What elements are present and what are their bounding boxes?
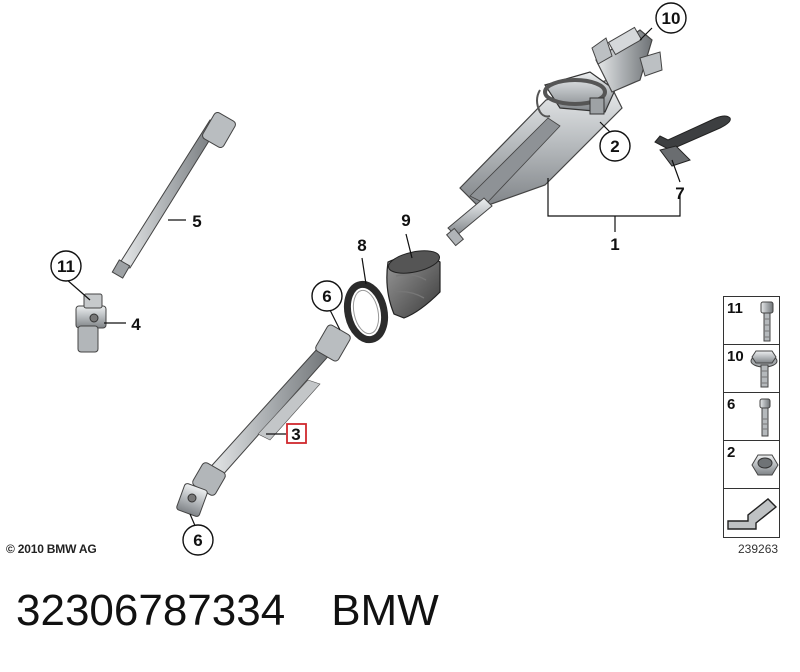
callout-2: 2 — [599, 130, 631, 162]
callout-5: 5 — [192, 212, 201, 231]
svg-text:6: 6 — [193, 531, 202, 550]
flange-bolt-icon — [750, 350, 778, 388]
callout-9: 9 — [401, 211, 410, 230]
legend-item-6: 6 — [723, 392, 780, 442]
sealing-ring-part-8 — [343, 280, 389, 344]
hex-nut-icon — [751, 454, 779, 476]
callout-8: 8 — [357, 236, 366, 255]
lower-steering-shaft-part-3 — [176, 324, 351, 517]
screw-icon — [759, 398, 771, 437]
svg-text:3: 3 — [291, 425, 300, 444]
bolt-icon — [760, 301, 774, 342]
svg-text:10: 10 — [662, 9, 681, 28]
callout-6-upper: 6 — [311, 280, 343, 312]
svg-text:4: 4 — [131, 315, 141, 334]
svg-text:8: 8 — [357, 236, 366, 255]
svg-text:6: 6 — [322, 287, 331, 306]
svg-text:2: 2 — [610, 137, 619, 156]
intermediate-shaft-part-5 — [111, 111, 236, 279]
svg-text:9: 9 — [401, 211, 410, 230]
legend-item-arrow — [723, 488, 780, 538]
legend-item-2: 2 — [723, 440, 780, 490]
part-number: 32306787334 — [16, 586, 286, 635]
universal-joint-part-4 — [75, 293, 107, 353]
callout-7: 7 — [675, 184, 684, 203]
svg-text:7: 7 — [675, 184, 684, 203]
callout-3-highlighted: 3 — [286, 423, 307, 444]
brand-name: BMW — [331, 586, 439, 635]
diagram-reference-number: 239263 — [738, 542, 779, 556]
hardware-legend: 11 10 6 2 — [723, 296, 780, 538]
bracket-line-part-1 — [547, 159, 681, 232]
svg-text:1: 1 — [610, 235, 619, 254]
callout-6-lower: 6 — [182, 524, 214, 556]
adjustment-lever-part-7 — [654, 115, 731, 167]
parts-diagram: 1 2 3 4 5 6 6 7 8 9 10 11 — [50, 2, 731, 556]
callout-1: 1 — [610, 235, 619, 254]
steering-column-part-1 — [445, 26, 663, 247]
copyright-text: © 2010 BMW AG — [6, 542, 97, 556]
footer-caption: 32306787334 BMW — [16, 586, 439, 636]
svg-text:11: 11 — [57, 257, 75, 276]
rubber-boot-part-9 — [386, 250, 441, 319]
svg-text:5: 5 — [192, 212, 201, 231]
callout-4: 4 — [131, 315, 141, 334]
legend-item-10: 10 — [723, 344, 780, 394]
callout-10: 10 — [655, 2, 687, 34]
callout-11: 11 — [50, 250, 82, 282]
legend-item-11: 11 — [723, 296, 780, 346]
arrow-icon — [727, 498, 778, 530]
